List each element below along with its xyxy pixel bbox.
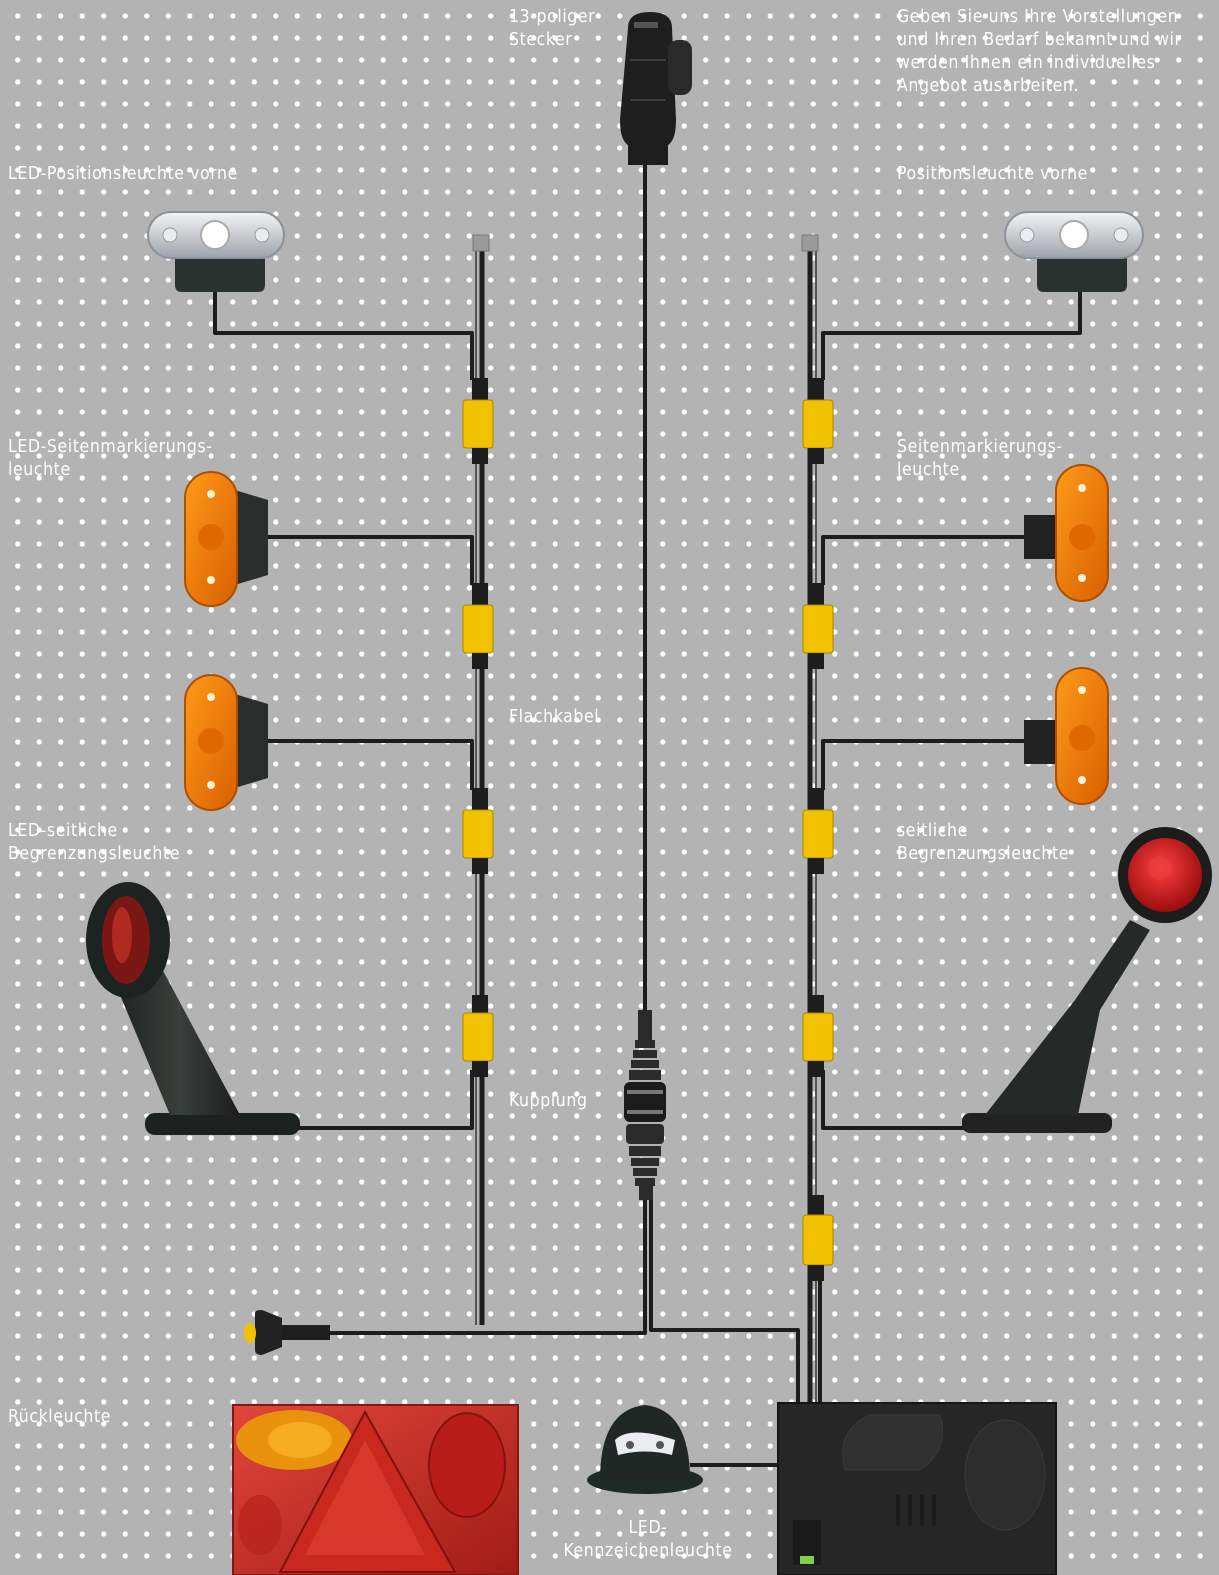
led-position-light-left	[148, 212, 284, 292]
side-marker-light-right-1	[1024, 465, 1108, 601]
position-light-right	[1005, 212, 1143, 292]
cable-coupling-icon	[624, 1010, 666, 1200]
label-led-side-marker: LED-Seitenmarkierungs- leuchte	[8, 436, 213, 482]
label-led-license-plate-light: LED- Kennzeichenleuchte	[548, 1517, 748, 1563]
right-cable-end-cap	[802, 235, 818, 251]
wire-outline-right	[823, 1070, 965, 1128]
label-coupling: Kupplung	[509, 1090, 588, 1113]
wire-side-marker2-right	[823, 741, 1030, 790]
led-side-marker-light-left-2	[185, 675, 268, 810]
flat-cable-connector-icon	[463, 378, 493, 464]
main-cable-lower	[262, 1195, 645, 1333]
led-outline-marker-light-left	[86, 882, 300, 1135]
wire-position-right	[823, 285, 1080, 380]
flat-cable-connector-icon	[463, 583, 493, 669]
label-led-position-light-front: LED-Positionsleuchte vorne	[8, 163, 238, 186]
plug-13pin-icon	[620, 12, 692, 165]
wire-led-position-left	[215, 280, 472, 380]
wire-led-side-marker2-left	[262, 741, 472, 790]
label-side-outline: seitliche Begrenzungsleuchte	[897, 820, 1069, 866]
license-plate-light-icon	[587, 1405, 703, 1494]
left-cable-end-cap	[473, 235, 489, 251]
label-flat-cable: Flachkabel	[509, 706, 599, 729]
wire-outline-left	[295, 1070, 472, 1128]
label-side-marker: Seitenmarkierungs- leuchte	[897, 436, 1063, 482]
flat-cable-connector-icon	[463, 788, 493, 874]
info-text: Geben Sie uns Ihre Vorstellungen und Ihr…	[897, 6, 1182, 98]
side-marker-light-right-2	[1024, 668, 1108, 804]
flat-cable-connector-icon	[463, 995, 493, 1077]
wire-led-side-marker-left	[262, 537, 472, 585]
outline-marker-light-right	[962, 827, 1212, 1133]
tail-light-icon	[233, 1405, 518, 1575]
led-side-marker-light-left-1	[185, 472, 268, 606]
junction-box-icon	[778, 1403, 1056, 1575]
label-position-light-front: Positionsleuchte vorne	[897, 163, 1088, 186]
end-plug-icon	[244, 1310, 330, 1355]
flat-cable-connectors	[463, 378, 833, 1281]
label-tail-light: Rückleuchte	[8, 1406, 111, 1429]
wire-side-marker-right	[823, 537, 1030, 585]
label-led-side-outline: LED-seitliche Begrenzungsleuchte	[8, 820, 180, 866]
label-13pin-plug: 13-poliger Stecker	[509, 6, 595, 52]
